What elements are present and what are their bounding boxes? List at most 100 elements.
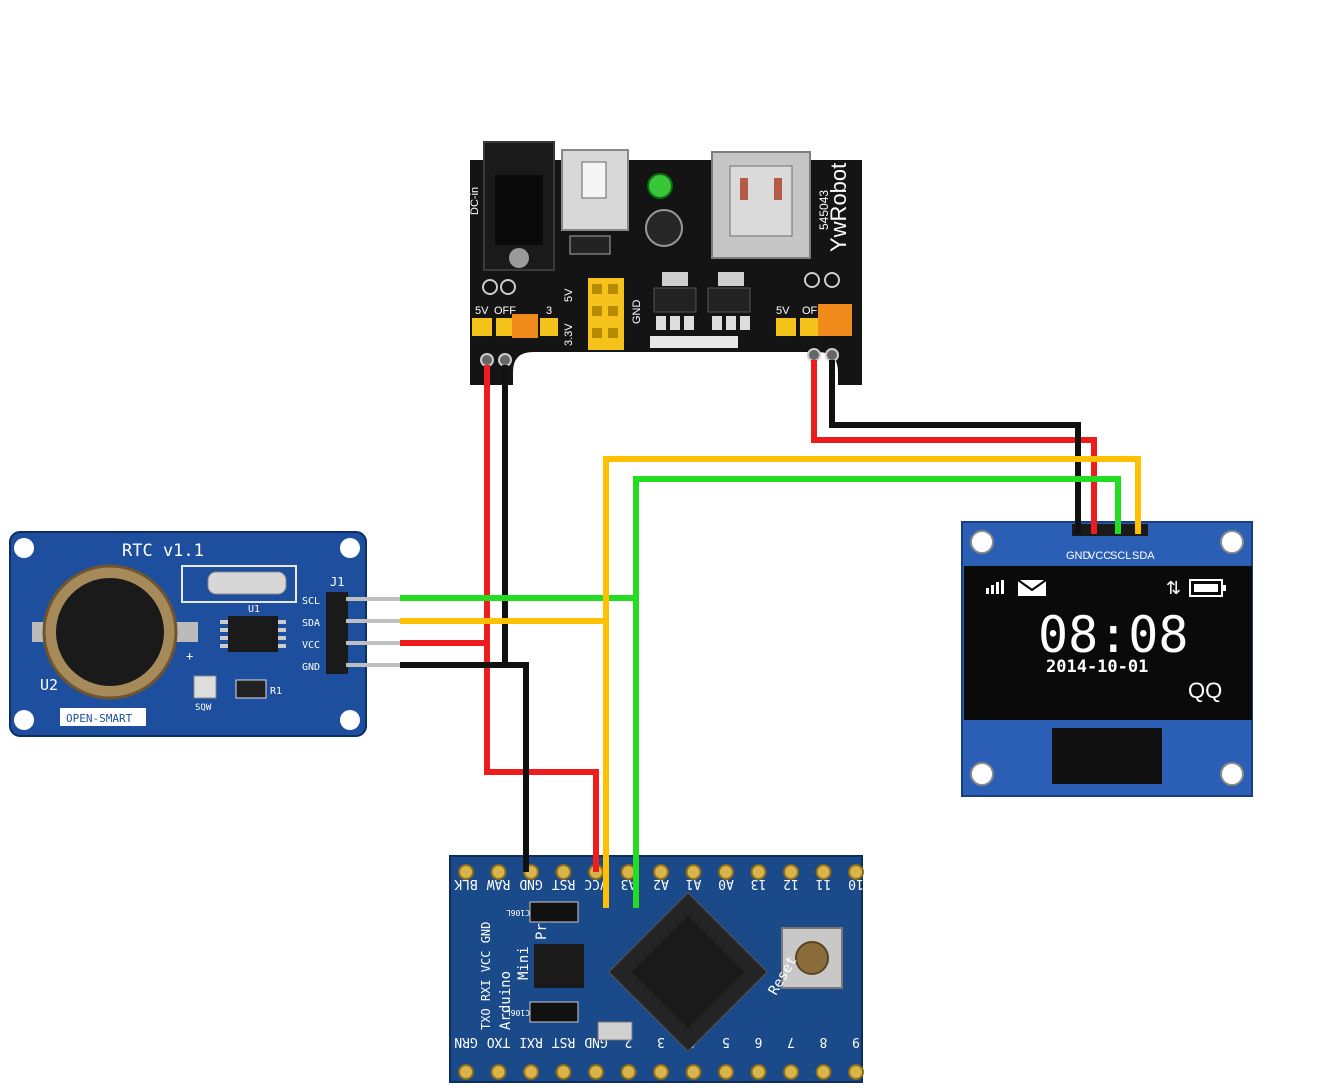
dc-jack <box>483 141 555 271</box>
oled-pin-sda: SDA <box>1132 550 1155 562</box>
dc-in-label: DC-in <box>469 187 481 215</box>
bottom-pin-pad-10 <box>783 1064 799 1080</box>
diode-icon <box>569 235 611 255</box>
mail-icon <box>1017 579 1047 596</box>
left-off-label: OFF <box>494 305 516 317</box>
top-pin-label-5: A3 <box>621 876 637 891</box>
cap-label-top: C106L <box>506 908 530 917</box>
top-pin-pad-7 <box>685 864 702 880</box>
left-rail-jumper[interactable] <box>472 314 558 338</box>
wire-yellow-arduino-a4-to-oled-sda <box>603 456 1141 908</box>
center-33v-label: 3.3V <box>563 323 575 346</box>
bottom-pin-pad-7 <box>685 1064 702 1080</box>
left-5v-label: 5V <box>475 305 489 317</box>
power-switch[interactable] <box>561 149 629 231</box>
capacitor-bottom <box>529 1001 579 1023</box>
rtc-brand-label: OPEN-SMART <box>66 712 133 725</box>
bottom-pin-pad-0 <box>458 1064 474 1080</box>
top-pin-label-2: GND <box>519 876 543 891</box>
wire-red-power-to-oled-vcc <box>811 360 1097 534</box>
resistor-icon <box>235 679 267 699</box>
wire-black-power-to-arduino-gnd <box>502 365 529 872</box>
bottom-pin-label-8: 5 <box>722 1034 730 1049</box>
bottom-pin-pad-12 <box>848 1064 864 1080</box>
top-pin-pad-9 <box>750 864 767 880</box>
sqw-pad <box>193 675 217 699</box>
rtc-brand-box <box>60 708 146 726</box>
bottom-pin-pad-2 <box>523 1064 539 1080</box>
bottom-pin-label-2: RXI <box>519 1034 542 1049</box>
rtc-header-label: J1 <box>330 575 344 589</box>
bottom-pin-pad-4 <box>588 1064 604 1080</box>
top-pin-label-4: VCC <box>584 876 607 891</box>
top-pin-pad-10 <box>783 864 799 880</box>
top-pin-label-0: BLK <box>454 876 478 891</box>
center-5v-label: 5V <box>563 288 575 302</box>
right-rail-jumper[interactable] <box>776 304 852 336</box>
center-gnd-label: GND <box>631 300 643 325</box>
top-pin-label-10: 12 <box>783 876 799 891</box>
brand-label: YwRobot <box>826 163 851 252</box>
wire-red-power-to-arduino-vcc <box>484 365 599 872</box>
bottom-pin-label-1: TXO <box>487 1034 511 1049</box>
rtc-module: RTC v1.1 J1 U1 U2 R1 SQW + OPEN-SMART SC… <box>9 531 402 737</box>
part-number-label: 545043 <box>817 190 831 230</box>
bottom-pin-pad-6 <box>653 1064 669 1080</box>
cap-label-bottom: C106L <box>506 1008 530 1017</box>
oled-date: 2014-10-01 <box>1046 657 1148 677</box>
bottom-pin-label-9: 6 <box>755 1034 763 1049</box>
rtc-chip <box>220 616 286 652</box>
wire-green-arduino-a5-to-oled-scl <box>633 476 1121 908</box>
bottom-pin-row <box>458 1064 864 1080</box>
bottom-pin-label-6: 3 <box>657 1034 665 1049</box>
bottom-pin-label-11: 8 <box>820 1034 828 1049</box>
rtc-plus-label: + <box>186 649 193 663</box>
left-pin-labels: TXO RXI VCC GND <box>479 922 493 1030</box>
crystal <box>181 565 297 603</box>
transfer-icon: ⇅ <box>1166 578 1181 598</box>
rtc-res-label: R1 <box>270 686 282 697</box>
rtc-pin-sda: SDA <box>302 618 320 629</box>
reset-button[interactable] <box>781 927 843 989</box>
right-5v-label: 5V <box>776 305 790 317</box>
rtc-pin-scl: SCL <box>302 596 320 607</box>
top-pin-pad-12 <box>848 864 864 880</box>
left-3-label: 3 <box>546 305 552 317</box>
oled-pin-scl: SCL <box>1110 550 1131 562</box>
bottom-pin-pad-3 <box>555 1064 572 1080</box>
rtc-battery-label: U2 <box>40 676 58 694</box>
center-voltage-jumpers[interactable] <box>588 278 624 350</box>
top-pin-pad-8 <box>718 864 734 880</box>
breadboard-power-module: DC-in YwRobot 545043 5V OFF 3 <box>469 141 862 385</box>
arduino-name-line-2: Mini <box>516 946 532 980</box>
bottom-pin-pad-11 <box>815 1064 832 1080</box>
top-pin-label-3: RST <box>552 876 576 891</box>
oled-pin-gnd: GND <box>1066 550 1091 562</box>
bottom-pin-pad-9 <box>750 1064 767 1080</box>
oled-time: 08:08 <box>1038 606 1189 664</box>
bottom-pin-pad-1 <box>490 1064 507 1080</box>
power-led-icon <box>647 173 673 199</box>
top-pin-label-12: 10 <box>848 876 864 891</box>
wire-black-power-to-oled-gnd <box>829 360 1081 534</box>
oled-module: GND VCC SCL SDA ⇅ 08:08 2014-10-01 QQ <box>961 521 1253 797</box>
top-pin-pad-1 <box>490 864 507 880</box>
atmega-chip <box>608 892 768 1052</box>
top-pin-pad-3 <box>555 864 572 880</box>
bottom-pin-pad-8 <box>718 1064 734 1080</box>
top-pin-pad-0 <box>458 864 474 880</box>
top-pin-label-11: 11 <box>816 876 832 891</box>
usb-port[interactable] <box>711 151 811 259</box>
top-pin-pad-6 <box>653 864 669 880</box>
rtc-chip-label: U1 <box>248 604 260 615</box>
rtc-title: RTC v1.1 <box>122 541 204 561</box>
rtc-pin-vcc: VCC <box>302 640 320 651</box>
voltage-regulators <box>650 272 751 348</box>
left-mount-holes <box>482 272 840 295</box>
top-pin-label-7: A1 <box>686 876 702 891</box>
top-pin-label-6: A2 <box>653 876 669 891</box>
signal-icon <box>986 580 1004 594</box>
bottom-pin-label-3: RST <box>552 1034 576 1049</box>
